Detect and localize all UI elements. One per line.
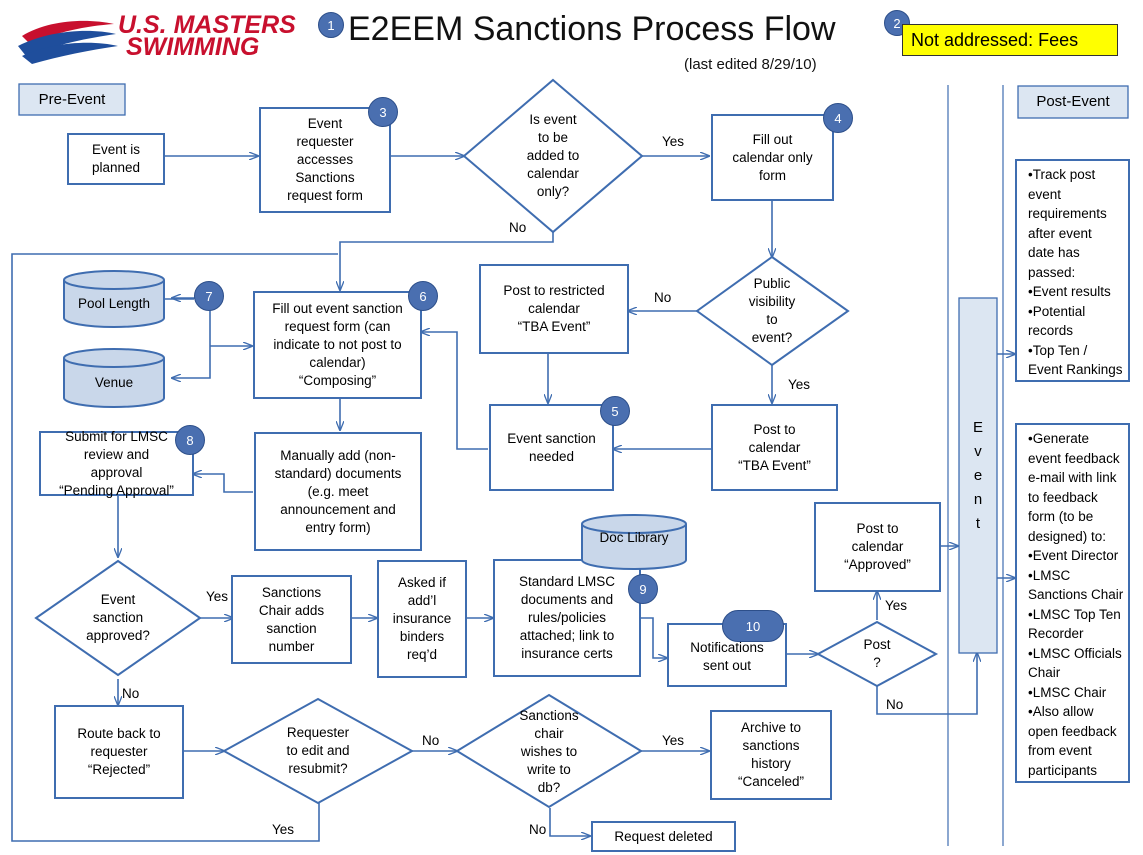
decision-diamonds	[34, 78, 939, 809]
step-badge-8: 8	[175, 425, 205, 455]
write-db-decision: Sanctions chair wishes to write to db?	[519, 708, 579, 795]
edge-no-approved: No	[122, 686, 140, 701]
edge-no-public: No	[654, 290, 672, 305]
edge-no-resubmit: No	[422, 733, 440, 748]
step-badge-5: 5	[600, 396, 630, 426]
step-badge-4: 4	[823, 103, 853, 133]
edge-yes-post: Yes	[885, 598, 908, 613]
fill-calendar-node: Fill out calendar only form	[732, 131, 813, 183]
manual-add-node: Manually add (non- standard) documents (…	[274, 447, 402, 535]
post-approved-node: Post to calendar “Approved”	[844, 521, 911, 572]
note-badge: 2	[884, 10, 910, 36]
edge-yes-resubmit: Yes	[272, 822, 295, 837]
fees-note: Not addressed: Fees	[902, 24, 1118, 56]
chair-adds-node: Sanctions Chair adds sanction number	[258, 584, 325, 654]
post-event-label: Post-Event	[1036, 93, 1110, 110]
page-subtitle: (last edited 8/29/10)	[684, 56, 817, 73]
edge-yes-public: Yes	[788, 377, 811, 392]
insurance-node: Asked if add’l insurance binders req’d	[392, 575, 452, 662]
post-track-box: •Track post event requirements after eve…	[1028, 167, 1123, 377]
process-boxes	[39, 107, 1130, 852]
logo-line-1: U.S. MASTERS	[118, 11, 296, 39]
edge-no-write-db: No	[529, 822, 547, 837]
edge-yes-calendar-only: Yes	[662, 134, 685, 149]
post-tba-node: Post to calendar “TBA Event”	[738, 421, 811, 473]
doc-library-db: Doc Library	[599, 530, 669, 545]
edge-yes-write-db: Yes	[662, 733, 685, 748]
step-badge-3: 3	[368, 97, 398, 127]
post-restricted-node: Post to restricted calendar “TBA Event”	[503, 283, 605, 334]
public-visibility-decision: Public visibility to event?	[748, 276, 796, 345]
edge-no-post: No	[886, 697, 904, 712]
standard-docs-node: Standard LMSC documents and rules/polici…	[518, 574, 616, 661]
database-cylinders	[63, 270, 687, 570]
notifications-node: Notifications sent out	[690, 640, 764, 673]
submit-review-node: Submit for LMSC review and approval “Pen…	[59, 428, 174, 498]
pre-event-label: Pre-Event	[38, 90, 106, 108]
post-decision: Post ?	[863, 637, 891, 670]
edge-no-calendar-only: No	[509, 220, 527, 235]
pre-event-section-box	[18, 83, 126, 116]
edge-yes-approved: Yes	[206, 589, 229, 604]
usms-logo-icon	[18, 20, 118, 64]
archive-node: Archive to sanctions history “Canceled”	[737, 720, 805, 789]
requester-access-node: Event requester accesses Sanctions reque…	[287, 116, 363, 203]
sanction-needed-node: Event sanction needed	[507, 430, 596, 464]
venue-db: Venue	[94, 375, 134, 390]
event-bar-label: E v e n t	[972, 418, 983, 532]
resubmit-decision: Requester to edit and resubmit?	[286, 725, 350, 776]
event-bar-box	[958, 297, 998, 654]
request-deleted-node: Request deleted	[614, 828, 713, 844]
title-badge: 1	[318, 12, 344, 38]
step-badge-6: 6	[408, 281, 438, 311]
calendar-only-decision: Is event to be added to calendar only?	[526, 112, 580, 199]
post-event-section-box	[1017, 85, 1129, 119]
pool-length-db: Pool Length	[77, 296, 151, 311]
route-back-node: Route back to requester “Rejected”	[77, 726, 161, 777]
logo-line-2: SWIMMING	[126, 33, 260, 61]
step-badge-7: 7	[194, 281, 224, 311]
step-badge-9: 9	[628, 574, 658, 604]
sanction-approved-decision: Event sanction approved?	[86, 592, 150, 643]
logo-text: U.S. MASTERS SWIMMING	[118, 11, 296, 61]
step-badge-10: 10	[722, 610, 784, 642]
event-planned-node: Event is planned	[91, 142, 141, 175]
post-feedback-box: •Generate event feedback e-mail with lin…	[1028, 431, 1124, 778]
fill-sanction-node: Fill out event sanction request form (ca…	[272, 301, 403, 388]
page-title: E2EEM Sanctions Process Flow	[348, 10, 836, 48]
